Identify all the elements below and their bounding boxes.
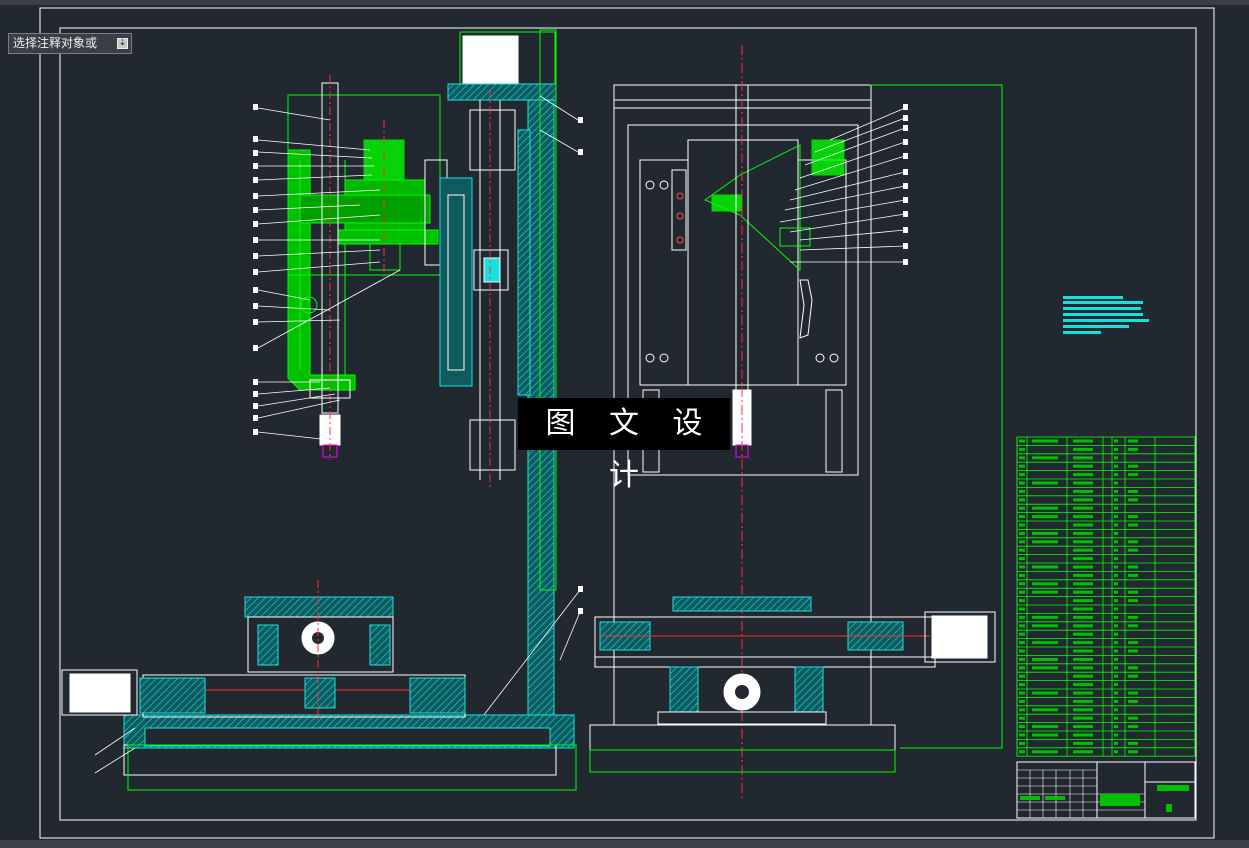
- prompt-dropdown-icon[interactable]: ⇣: [117, 38, 128, 49]
- side-view-assembly: [589, 45, 996, 800]
- watermark-label: 图 文 设 计: [518, 398, 730, 493]
- parts-list-table: [1016, 436, 1196, 757]
- leader-lines-right: [779, 107, 906, 263]
- drawing-frame: [39, 7, 1215, 839]
- part-number-tags-left: [253, 104, 258, 435]
- leader-lines-left: [257, 107, 401, 441]
- prompt-label: 选择注释对象或: [13, 36, 98, 50]
- title-block: [1016, 761, 1196, 819]
- drill-head-assembly: [287, 75, 473, 460]
- command-prompt-tooltip[interactable]: 选择注释对象或 ⇣: [8, 33, 132, 54]
- part-number-tags-right: [903, 104, 908, 265]
- leader-lines-base: [94, 727, 136, 774]
- left-base-table: [61, 580, 577, 791]
- part-number-tags-column: [578, 117, 583, 614]
- dimension-outline: [870, 84, 1003, 749]
- technical-notes: [1063, 296, 1149, 334]
- leader-lines-column: [479, 95, 581, 721]
